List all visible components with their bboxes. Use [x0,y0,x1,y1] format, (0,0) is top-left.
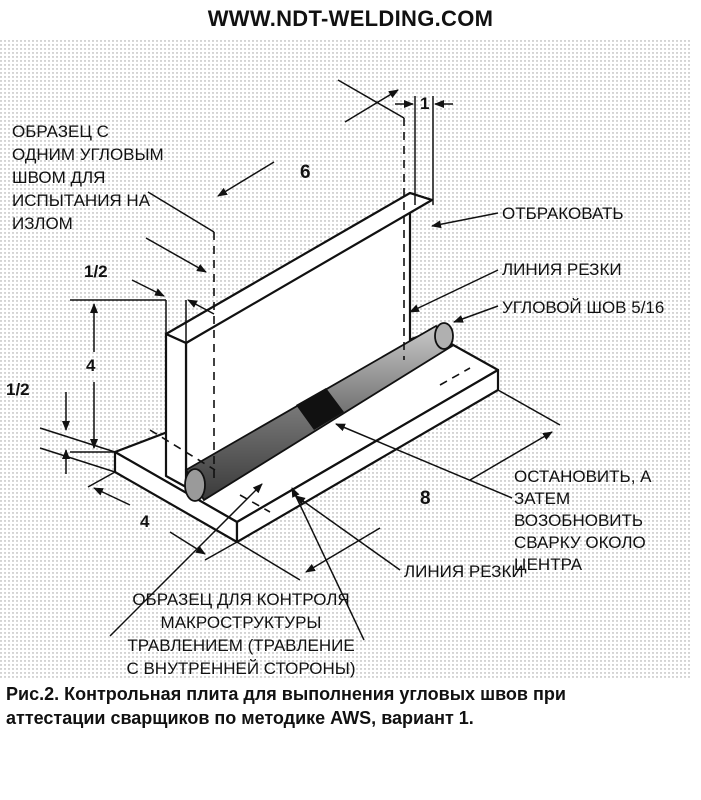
dimension-web-length: 6 [300,162,311,183]
label-discard: ОТБРАКОВАТЬ [502,204,624,223]
site-title: WWW.NDT-WELDING.COM [207,6,494,31]
dimension-top-margin: 1 [420,94,430,113]
weld-end-left [184,468,206,502]
dimension-base-width: 4 [140,512,150,531]
label-cut-line-bottom: ЛИНИЯ РЕЗКИ [404,562,524,581]
dimension-web-thickness: 1/2 [84,262,108,281]
dimension-web-height: 4 [86,356,96,375]
test-plate-drawing [0,40,690,680]
label-cut-line-top: ЛИНИЯ РЕЗКИ [502,260,622,279]
dimension-lines [39,79,561,581]
weld-restart-zone [296,388,344,430]
figure-caption: Рис.2. Контрольная плита для выполнения … [6,684,566,728]
dimension-base-thickness: 1/2 [6,380,30,399]
leader-lines [109,212,513,641]
label-fillet-weld: УГЛОВОЙ ШОВ 5/16 [502,298,665,317]
label-fracture-specimen: ОБРАЗЕЦ С ОДНИМ УГЛОВЫМ ШВОМ ДЛЯ ИСПЫТАН… [12,122,164,233]
label-macro-specimen: ОБРАЗЕЦ ДЛЯ КОНТРОЛЯ МАКРОСТРУКТУРЫ ТРАВ… [126,590,356,678]
weld-end-right [434,322,454,350]
cut-lines [149,118,471,513]
fillet-weld [184,322,454,502]
label-stop-restart: ОСТАНОВИТЬ, А ЗАТЕМ ВОЗОБНОВИТЬ СВАРКУ О… [514,467,652,574]
web-plate-edge [164,332,188,489]
dimension-base-length: 8 [420,488,431,509]
